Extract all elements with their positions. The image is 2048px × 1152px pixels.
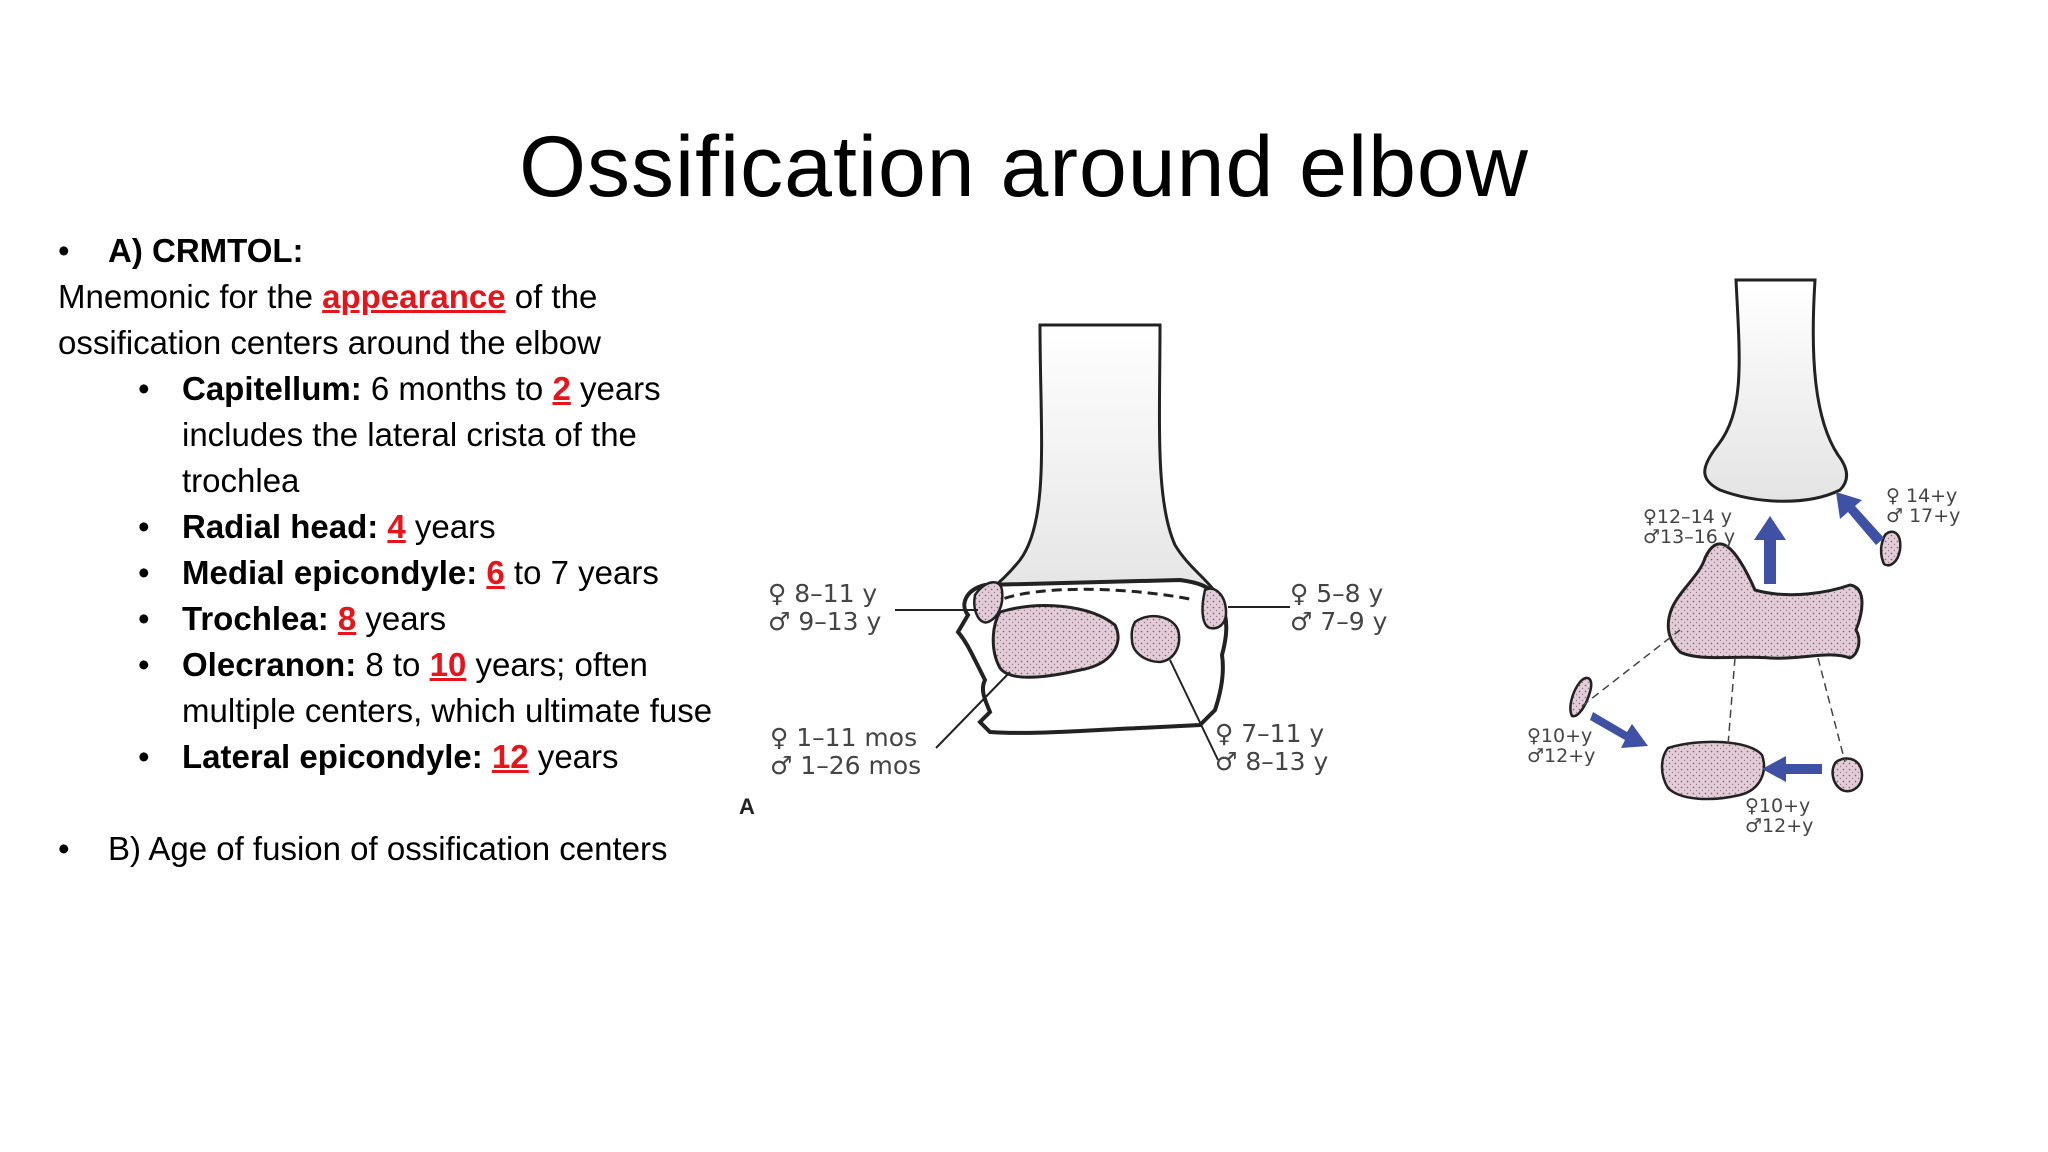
bullet-dot: •	[138, 646, 150, 683]
intro-pre: Mnemonic for the	[58, 278, 323, 315]
arrow-left-icon	[1762, 756, 1822, 782]
label-capitellum-male: ♂ 1–26 mos	[770, 751, 921, 780]
list-item: • Lateral epicondyle: 12 years	[136, 734, 722, 780]
intro-highlight: appearance	[322, 278, 506, 315]
label-medial-female: ♀ 8–11 y	[768, 579, 877, 608]
item-num: 2	[552, 370, 571, 407]
bullet-a: • A) CRMTOL:	[58, 228, 698, 274]
intro-text: Mnemonic for the appearance of the ossif…	[58, 274, 658, 366]
label-lateral-male: ♂ 7–9 y	[1290, 607, 1388, 636]
medial-epicondyle-center	[973, 581, 1004, 624]
humerus-shaft	[977, 323, 1223, 602]
item-pre: 8 to	[356, 646, 430, 683]
label-lateral-female: ♀ 5–8 y	[1290, 579, 1384, 608]
epiphysis-top	[1666, 542, 1864, 660]
bullet-dot: •	[138, 370, 150, 407]
dashed-line	[1727, 657, 1736, 746]
figure-a-diagram: ♀ 8–11 y ♂ 9–13 y ♀ 5–8 y ♂ 7–9 y ♀ 1–11…	[739, 323, 1388, 819]
label-trochlea-male: ♂ 8–13 y	[1215, 747, 1329, 776]
label-bottom-female: ♀10+y	[1745, 795, 1810, 817]
fusion-arrows	[1590, 492, 1884, 782]
item-post: years	[405, 508, 496, 545]
bullet-dot: •	[58, 232, 70, 269]
item-name: Capitellum:	[182, 370, 362, 407]
bullet-dot: •	[138, 738, 150, 775]
radius-shaft	[1703, 278, 1848, 503]
label-capitellum-female: ♀ 1–11 mos	[770, 723, 917, 752]
item-pre: 6 months to	[361, 370, 553, 407]
item-name: Trochlea:	[182, 600, 329, 637]
leader-line	[1169, 659, 1219, 761]
item-post: years; often multiple centers, which ult…	[182, 646, 713, 729]
bullet-dot: •	[138, 600, 150, 637]
fragment-right	[1879, 530, 1902, 567]
label-left-male: ♂12+y	[1527, 745, 1595, 767]
item-post: to 7 years	[504, 554, 659, 591]
capitellum-center	[991, 604, 1120, 679]
item-post: years includes the lateral crista of the…	[182, 370, 661, 499]
item-num: 12	[491, 738, 529, 775]
label-top-female: ♀12–14 y	[1643, 506, 1732, 528]
item-post: years	[356, 600, 447, 637]
item-num: 4	[387, 508, 406, 545]
item-name: Radial head:	[182, 508, 379, 545]
label-trochlea-female: ♀ 7–11 y	[1215, 719, 1324, 748]
fragment-bottom-right	[1831, 757, 1864, 793]
lateral-epicondyle-center	[1201, 587, 1228, 630]
dashed-line	[1581, 629, 1681, 707]
slide-title: Ossification around elbow	[519, 119, 1529, 215]
item-name: Olecranon:	[182, 646, 357, 683]
dashed-line	[1817, 657, 1846, 763]
label-bottom-male: ♂12+y	[1745, 815, 1813, 837]
item-num: 6	[486, 554, 505, 591]
bullet-b: • B) Age of fusion of ossification cente…	[58, 826, 698, 872]
leader-line	[935, 671, 1011, 749]
list-item: • Medial epicondyle: 6 to 7 years	[136, 550, 722, 596]
humerus-physis-line	[989, 587, 1196, 607]
fragment-left	[1569, 676, 1593, 718]
sub-list: • Capitellum: 6 months to 2 years includ…	[136, 366, 712, 780]
content-left: • A) CRMTOL: Mnemonic for the appearance…	[58, 228, 712, 872]
label-right-male: ♂ 17+y	[1886, 505, 1960, 527]
label-left-female: ♀10+y	[1527, 725, 1592, 747]
trochlea-center	[1130, 614, 1181, 664]
panel-label: A	[739, 794, 755, 819]
list-item: • Radial head: 4 years	[136, 504, 722, 550]
label-right-female: ♀ 14+y	[1886, 485, 1957, 507]
fragment-bottom	[1660, 740, 1766, 801]
label-medial-male: ♂ 9–13 y	[768, 607, 882, 636]
arrow-downright-icon	[1590, 712, 1648, 748]
list-item: • Capitellum: 6 months to 2 years includ…	[136, 366, 722, 504]
item-name: Medial epicondyle:	[182, 554, 478, 591]
item-num: 10	[429, 646, 467, 683]
section-a-heading: A) CRMTOL:	[108, 232, 304, 269]
arrow-upleft-icon	[1836, 492, 1884, 545]
section-b-heading: B) Age of fusion of ossification centers	[108, 830, 668, 867]
item-post: years	[528, 738, 619, 775]
label-top-male: ♂13–16 y	[1643, 526, 1735, 548]
item-name: Lateral epicondyle:	[182, 738, 483, 775]
list-item: • Trochlea: 8 years	[136, 596, 722, 642]
bullet-dot: •	[138, 554, 150, 591]
figure-b-diagram: ♀12–14 y ♂13–16 y ♀ 14+y ♂ 17+y ♀10+y ♂1…	[1527, 278, 1960, 837]
bullet-dot: •	[138, 508, 150, 545]
list-item: • Olecranon: 8 to 10 years; often multip…	[136, 642, 722, 734]
item-num: 8	[337, 600, 357, 637]
intro-post: of the ossification centers around the e…	[58, 278, 601, 361]
arrow-up-icon	[1754, 516, 1786, 584]
bullet-dot: •	[58, 830, 70, 867]
